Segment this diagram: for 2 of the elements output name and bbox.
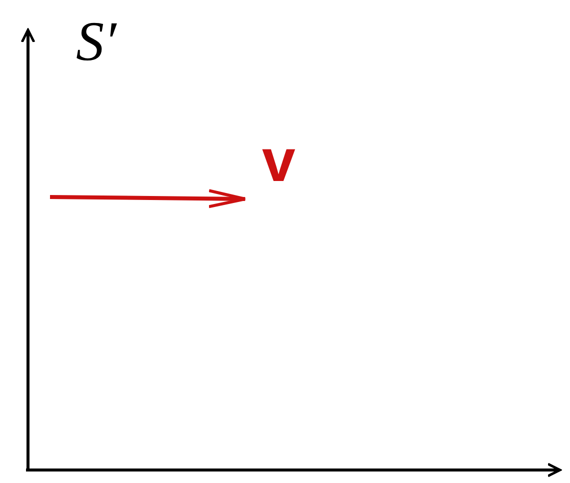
frame-label: S′ — [76, 10, 116, 74]
velocity-label: v — [262, 126, 296, 195]
